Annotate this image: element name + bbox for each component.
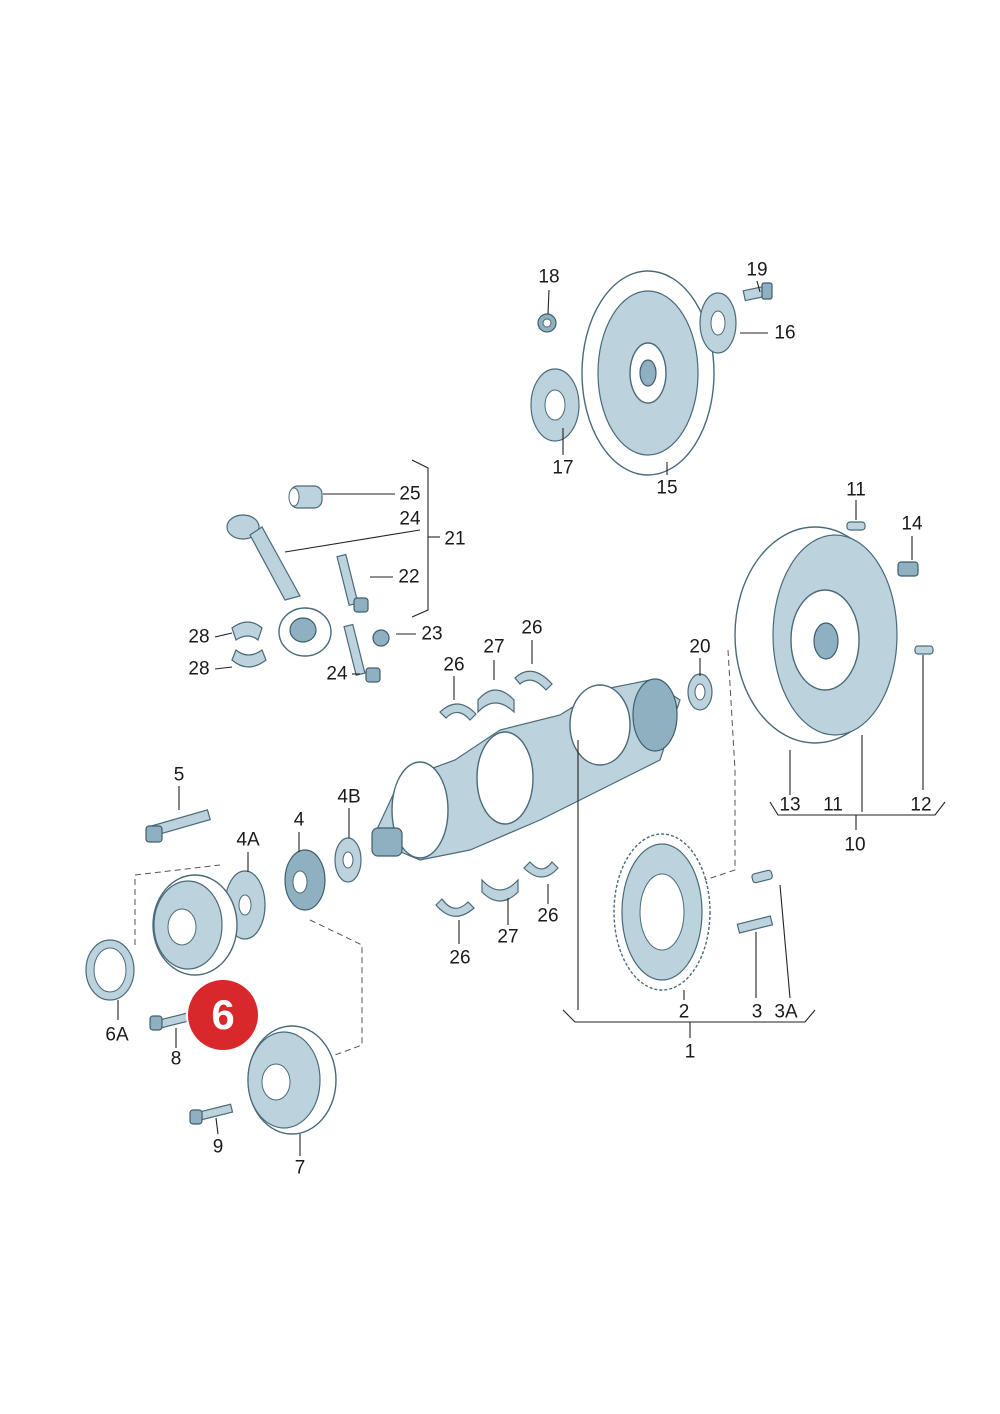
bolt-9-part (189, 1103, 234, 1125)
crankshaft-part (371, 678, 681, 861)
callout-26-upper-left: 26 (443, 654, 465, 676)
callout-28-upper: 28 (188, 626, 210, 648)
callout-26-lower-left: 26 (449, 947, 471, 969)
callout-4a: 4A (236, 829, 260, 851)
bolt-19-part (742, 282, 773, 302)
vibration-damper-6-part (152, 874, 238, 976)
callout-17: 17 (552, 457, 574, 479)
highlighted-part-label: 6 (211, 991, 235, 1038)
callout-15: 15 (656, 477, 678, 499)
callout-16: 16 (774, 322, 796, 344)
bolt-5-part (145, 809, 211, 843)
callout-18: 18 (538, 266, 560, 288)
callout-25: 25 (399, 483, 421, 505)
callout-7: 7 (294, 1157, 306, 1179)
dowel-12-part (914, 645, 934, 655)
callout-13: 13 (779, 794, 801, 816)
callout-3: 3 (751, 1001, 763, 1023)
highlighted-part-badge[interactable]: 6 (188, 980, 258, 1050)
shim-16-part (699, 292, 737, 354)
callout-10: 10 (844, 834, 866, 856)
callout-12: 12 (910, 794, 932, 816)
flywheel-10-part (734, 526, 898, 744)
nut-23-part (372, 629, 390, 647)
callout-27-upper: 27 (483, 636, 505, 658)
callout-6a: 6A (105, 1024, 129, 1046)
callout-20: 20 (689, 636, 711, 658)
callout-22: 22 (398, 566, 420, 588)
callout-1: 1 (684, 1041, 696, 1063)
callout-8: 8 (170, 1048, 182, 1070)
seal-6a-part (85, 939, 135, 1001)
bearing-shell-27-part (477, 689, 519, 902)
bolt-22-part (336, 553, 369, 613)
callout-4b: 4B (337, 786, 361, 808)
bushing-25-part (288, 485, 323, 509)
leader-lines (117, 280, 946, 1156)
callout-24-lower: 24 (326, 663, 348, 685)
crankshaft-gear-4-part (284, 849, 326, 911)
callout-26-lower-right: 26 (537, 905, 559, 927)
nut-18-part (537, 313, 557, 333)
bolt-24-part (343, 623, 381, 683)
callout-23: 23 (421, 623, 443, 645)
bolt-14-part (897, 561, 919, 577)
callout-27-lower: 27 (497, 926, 519, 948)
ring-gear-2-part (613, 833, 711, 991)
shim-17-part (530, 368, 580, 442)
pulley-7-part (247, 1025, 337, 1135)
callout-5: 5 (173, 764, 185, 786)
connecting-rod-part (226, 514, 332, 657)
bearing-shell-28-part (231, 621, 267, 668)
dowel-3a-part (751, 869, 773, 884)
callout-11-lower: 11 (823, 794, 843, 816)
callout-24-upper: 24 (399, 508, 421, 530)
needle-bearing-20-part (687, 673, 713, 711)
callout-4: 4 (293, 809, 305, 831)
callout-28-lower: 28 (188, 658, 210, 680)
callout-9: 9 (212, 1136, 224, 1158)
callout-26-upper-right: 26 (521, 617, 543, 639)
callout-3a: 3A (774, 1001, 798, 1023)
thrust-washer-26-part (435, 670, 559, 917)
bolt-3-part (736, 915, 774, 934)
callout-2: 2 (678, 1001, 690, 1023)
drive-plate-part (581, 270, 715, 476)
callout-11-upper: 11 (846, 479, 866, 501)
bolt-8-part (149, 1011, 194, 1031)
callout-14: 14 (901, 513, 923, 535)
washer-4b-part (334, 837, 362, 883)
callout-19: 19 (746, 259, 768, 281)
callout-21: 21 (444, 528, 466, 550)
dowel-11-part (846, 521, 866, 531)
